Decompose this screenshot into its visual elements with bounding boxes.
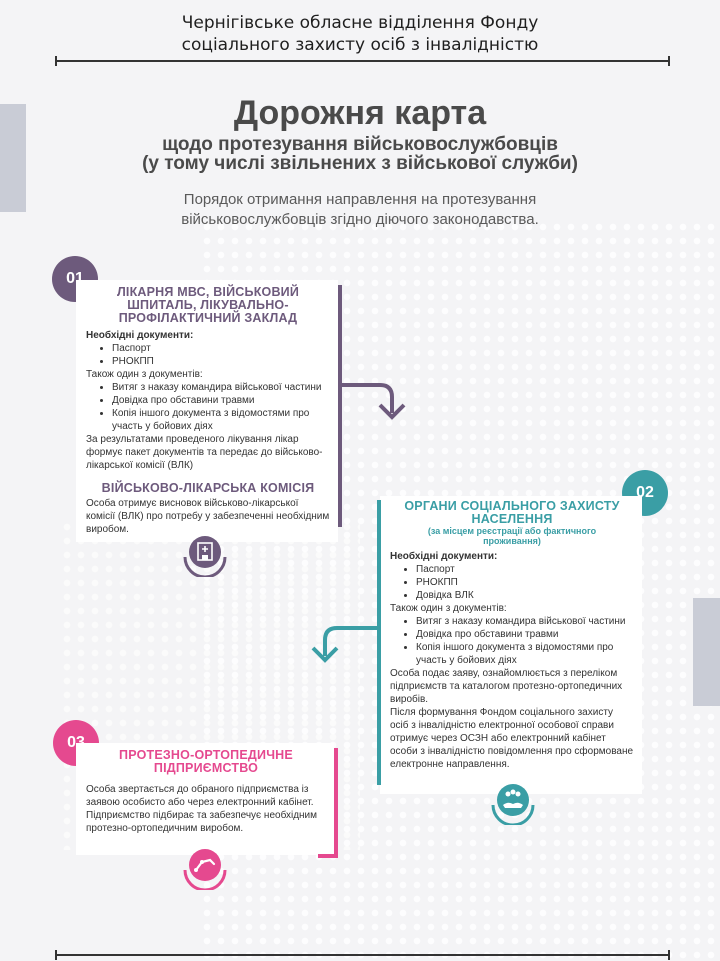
step-3-card: ПРОТЕЗНО-ОРТОПЕДИЧНЕ ПІДПРИЄМСТВО Особа … <box>76 743 334 855</box>
step-2-heading: ОРГАНИ СОЦІАЛЬНОГО ЗАХИСТУ НАСЕЛЕННЯ <box>390 500 634 526</box>
intro-line-2: військовослужбовців згідно діючого закон… <box>181 211 539 228</box>
list-item: Довідка про обставини травми <box>416 628 634 641</box>
list-item: Довідка про обставини травми <box>112 394 330 407</box>
list-item: РНОКПП <box>112 355 330 368</box>
step-3-heading-line-1: ПРОТЕЗНО-ОРТОПЕДИЧНЕ <box>119 748 293 762</box>
step-2-accent-bar <box>377 500 381 785</box>
step-2-heading-line-1: ОРГАНИ СОЦІАЛЬНОГО ЗАХИСТУ <box>404 499 620 513</box>
vlk-heading: ВІЙСЬКОВО-ЛІКАРСЬКА КОМІСІЯ <box>101 481 315 495</box>
step-3-accent-foot <box>318 854 338 858</box>
list-item: Копія іншого документа з відомостями про… <box>416 641 634 667</box>
hospital-icon <box>180 527 230 579</box>
step-1-card: ЛІКАРНЯ МВС, ВІЙСЬКОВИЙ ШПИТАЛЬ, ЛІКУВАЛ… <box>76 280 338 542</box>
step-3-accent-bar <box>334 748 338 858</box>
step-2-also-list: Витяг з наказу командира військової част… <box>390 615 634 667</box>
intro-text: Порядок отримання направлення на протезу… <box>0 190 720 230</box>
step-1-accent-bar <box>338 285 342 527</box>
org-line-1: Чернігівське обласне відділення Фонду <box>181 13 539 33</box>
list-item: Паспорт <box>416 563 634 576</box>
right-decor-rect <box>693 598 720 706</box>
arrow-down-left-icon <box>311 626 379 663</box>
step-3-heading: ПРОТЕЗНО-ОРТОПЕДИЧНЕ ПІДПРИЄМСТВО <box>86 749 326 775</box>
header-divider <box>55 56 670 66</box>
list-item: Копія іншого документа з відомостями про… <box>112 407 330 433</box>
org-line-2: соціального захисту осіб з інвалідністю <box>181 35 539 55</box>
step-2-note-line-2: проживання) <box>483 536 541 546</box>
list-item: Витяг з наказу командира військової част… <box>416 615 634 628</box>
step-1-docs-list: Паспорт РНОКПП <box>86 342 330 368</box>
step-2-docs-label: Необхідні документи: <box>390 551 498 562</box>
list-item: Паспорт <box>112 342 330 355</box>
list-item: Довідка ВЛК <box>416 589 634 602</box>
step-3-text: Особа звертається до обраного підприємст… <box>86 784 318 834</box>
step-2-note-line-1: (за місцем реєстрації або фактичного <box>427 526 597 536</box>
step-1-heading-line-1: ЛІКАРНЯ МВС, ВІЙСЬКОВИЙ <box>116 285 300 299</box>
step-1-docs-label: Необхідні документи: <box>86 330 194 341</box>
footer-divider <box>55 950 670 960</box>
organization-name: Чернігівське обласне відділення Фонду со… <box>0 12 720 56</box>
step-1-heading-line-3: ПРОФІЛАКТИЧНИЙ ЗАКЛАД <box>118 311 298 325</box>
page-subtitle-line-1: щодо протезування військовослужбовців <box>162 134 558 155</box>
page-subtitle-line-2: (у тому числі звільнених з військової сл… <box>142 153 578 174</box>
prosthetic-arm-icon <box>180 840 230 892</box>
list-item: РНОКПП <box>416 576 634 589</box>
step-2-card: ОРГАНИ СОЦІАЛЬНОГО ЗАХИСТУ НАСЕЛЕННЯ (за… <box>380 496 642 794</box>
step-2-also-label: Також один з документів: <box>390 603 507 614</box>
step-2-text-2: Після формування Фондом соціального захи… <box>390 707 634 770</box>
left-decor-rect <box>0 104 26 212</box>
list-item: Витяг з наказу командира військової част… <box>112 381 330 394</box>
social-care-icon <box>488 775 538 827</box>
intro-line-1: Порядок отримання направлення на протезу… <box>183 191 537 208</box>
vlk-text: Особа отримує висновок військово-лікарсь… <box>86 498 330 535</box>
step-2-text-1: Особа подає заяву, ознайомлюється з пере… <box>390 668 623 705</box>
step-1-note: За результатами проведеного лікування лі… <box>86 434 323 471</box>
arrow-down-right-icon <box>342 383 406 420</box>
step-3-heading-line-2: ПІДПРИЄМСТВО <box>153 761 259 775</box>
step-1-heading: ЛІКАРНЯ МВС, ВІЙСЬКОВИЙ ШПИТАЛЬ, ЛІКУВАЛ… <box>86 286 330 325</box>
step-1-also-label: Також один з документів: <box>86 369 203 380</box>
step-2-docs-list: Паспорт РНОКПП Довідка ВЛК <box>390 563 634 602</box>
step-2-note: (за місцем реєстрації або фактичного про… <box>390 526 634 546</box>
step-1-also-list: Витяг з наказу командира військової част… <box>86 381 330 433</box>
step-1-heading-line-2: ШПИТАЛЬ, ЛІКУВАЛЬНО- <box>127 298 289 312</box>
step-2-heading-line-2: НАСЕЛЕННЯ <box>471 512 553 526</box>
page-title: Дорожня карта <box>233 94 487 132</box>
